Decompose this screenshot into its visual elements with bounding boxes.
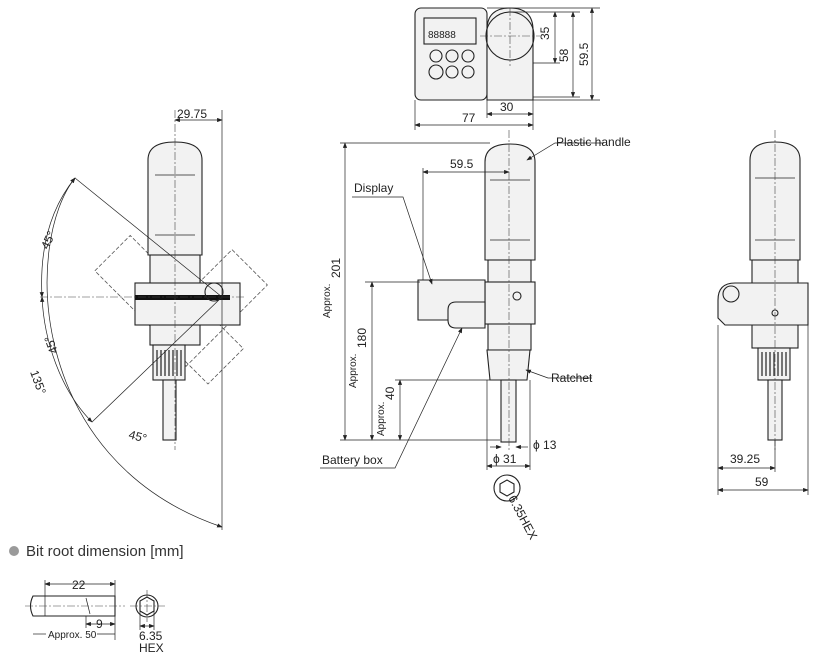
pivot-mark — [512, 291, 522, 301]
pivot — [722, 285, 740, 303]
up-button — [445, 49, 459, 63]
section-title: Bit root dimension [mm] — [26, 543, 184, 560]
dim-phi-13: ϕ 13 — [533, 438, 557, 452]
dim-59-5-display: 59.5 — [450, 157, 474, 171]
dim-29-75: 29.75 — [177, 107, 207, 121]
dim-22: 22 — [72, 578, 86, 592]
hex-detail — [493, 474, 521, 502]
collar — [484, 281, 536, 325]
clamp — [717, 282, 809, 326]
down-button — [461, 49, 475, 63]
dim-77: 77 — [462, 111, 476, 125]
dim-6-35: 6.35 — [139, 629, 163, 643]
dim-59-5: 59.5 — [577, 42, 591, 66]
button — [429, 49, 443, 63]
clamp — [134, 282, 241, 326]
dim-40: 40 — [383, 386, 397, 400]
approx-201-label: Approx. — [322, 284, 333, 318]
lcd-screen — [423, 17, 477, 45]
front-view: Approx. 201 Approx. 180 Approx. 40 59.5 Dis… — [320, 130, 631, 542]
left-view: 29.75 45° 45° 135° 45° — [27, 107, 268, 530]
approx-180-label: Approx. — [348, 354, 359, 388]
dim-59: 59 — [755, 475, 769, 489]
dim-180: 180 — [355, 328, 369, 348]
bit-root-section: Bit root dimension [mm] 22 9 Approx. 50 … — [9, 543, 184, 655]
clamp-band — [135, 295, 230, 300]
bullet-icon — [9, 546, 19, 556]
menu-button — [428, 64, 444, 80]
angle-45-lower: 45° — [127, 427, 148, 445]
dim-approx-50: Approx. 50 — [48, 630, 97, 641]
dim-35: 35 — [538, 26, 552, 40]
c-button — [461, 65, 475, 79]
dim-6-35-hex: 6.35HEX — [505, 493, 540, 542]
dim-58: 58 — [557, 48, 571, 62]
dim-phi-31: ϕ 31 — [493, 452, 517, 466]
angle-135: 135° — [27, 368, 49, 396]
label-battery-box: Battery box — [322, 453, 383, 467]
ratchet — [486, 349, 531, 381]
dim-30: 30 — [500, 100, 514, 114]
dim-9: 9 — [96, 617, 103, 631]
angle-45-middle: 45° — [41, 334, 60, 356]
bit — [162, 379, 177, 441]
hex-shape — [499, 479, 515, 497]
angle-45-upper: 45° — [38, 229, 58, 252]
battery-box — [447, 301, 486, 329]
label-ratchet: Ratchet — [551, 371, 593, 385]
right-view: 39.25 59 — [717, 130, 809, 495]
approx-40-label: Approx. — [376, 402, 387, 436]
label-plastic-handle: Plastic handle — [556, 135, 631, 149]
dim-39-25: 39.25 — [730, 452, 760, 466]
bit-side-view — [29, 595, 116, 617]
label-hex: HEX — [139, 641, 164, 655]
label-display: Display — [354, 181, 393, 195]
plastic-handle — [484, 143, 536, 261]
top-view: 88888 35 58 59.5 30 77 — [414, 7, 600, 130]
dim-201: 201 — [329, 258, 343, 278]
lcd-digits: 88888 — [428, 30, 456, 41]
mo-button — [445, 65, 459, 79]
bit — [500, 379, 517, 443]
